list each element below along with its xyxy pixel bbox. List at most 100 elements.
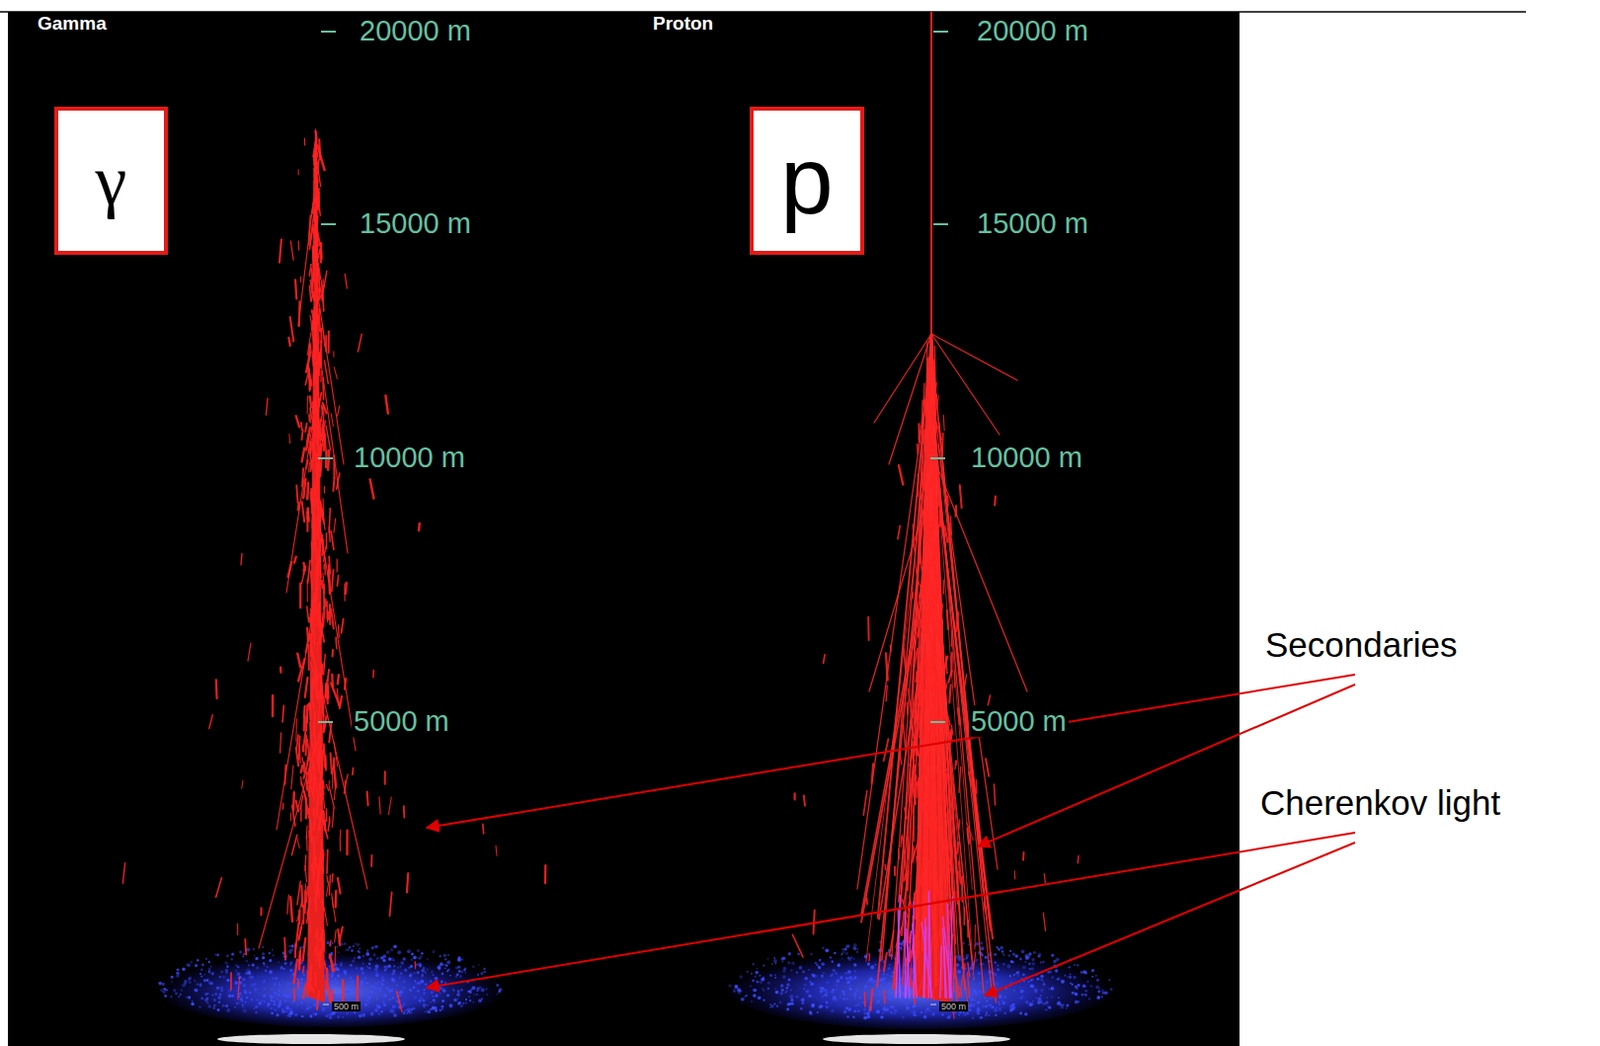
secondary-track — [313, 817, 316, 829]
cherenkov-photon — [849, 984, 852, 987]
secondary-track — [334, 890, 338, 908]
cherenkov-photon — [270, 999, 274, 1003]
cherenkov-photon — [987, 1013, 991, 1017]
cherenkov-photon — [849, 987, 854, 992]
cherenkov-photon — [373, 953, 377, 957]
cherenkov-photon — [183, 979, 188, 984]
cherenkov-photon — [757, 996, 761, 1000]
secondary-track — [330, 413, 333, 427]
cherenkov-photon — [421, 973, 424, 976]
cherenkov-photon — [810, 1003, 815, 1008]
secondary-track — [323, 907, 327, 926]
cherenkov-photon — [895, 1006, 898, 1009]
secondary-track — [323, 819, 326, 830]
cherenkov-photon — [464, 966, 467, 969]
cherenkov-photon — [417, 961, 421, 965]
secondary-track — [279, 239, 282, 262]
cherenkov-photon — [374, 986, 378, 990]
cherenkov-photon — [817, 965, 821, 969]
cherenkov-photon — [1002, 962, 1006, 966]
cherenkov-photon — [839, 995, 842, 998]
cherenkov-photon — [386, 950, 391, 955]
cherenkov-photon — [1010, 960, 1014, 963]
cherenkov-photon — [853, 962, 857, 966]
cherenkov-photon — [413, 979, 416, 982]
cherenkov-photon — [769, 973, 773, 977]
cherenkov-photon — [264, 969, 267, 972]
cherenkov-photon — [1057, 996, 1060, 999]
secondary-track — [308, 830, 310, 837]
secondary-track — [322, 563, 325, 569]
cherenkov-photon — [377, 957, 380, 960]
cherenkov-photon — [1022, 964, 1027, 969]
cherenkov-photon — [818, 986, 822, 990]
secondary-track — [314, 347, 316, 357]
cherenkov-photon — [820, 974, 824, 978]
cherenkov-photon — [447, 967, 451, 971]
secondary-track — [323, 429, 326, 455]
cherenkov-photon — [769, 1003, 772, 1006]
cherenkov-photon — [429, 1001, 432, 1004]
cherenkov-photon — [809, 982, 813, 986]
cherenkov-photon — [870, 964, 875, 969]
secondary-track — [345, 830, 348, 855]
cherenkov-photon — [787, 960, 792, 965]
cherenkov-photon — [733, 984, 738, 989]
cherenkov-photon — [386, 987, 389, 990]
cherenkov-photon — [835, 978, 840, 983]
cherenkov-photon — [289, 963, 292, 966]
cherenkov-photon — [779, 1001, 783, 1005]
shower-core — [307, 127, 325, 1003]
cherenkov-photon — [455, 965, 459, 969]
cherenkov-photon — [393, 959, 396, 961]
secondary-track — [288, 337, 290, 346]
cherenkov-photon — [431, 995, 434, 998]
cherenkov-photon — [1042, 980, 1045, 983]
cherenkov-photon — [1035, 997, 1038, 1000]
cherenkov-photon — [804, 976, 807, 979]
secondary-track — [290, 240, 294, 260]
cherenkov-photon — [278, 982, 282, 986]
cherenkov-photon — [215, 992, 218, 995]
cherenkov-photon — [472, 1001, 475, 1004]
secondary-track — [316, 330, 318, 341]
cherenkov-photon — [1003, 995, 1008, 1000]
secondary-track — [323, 270, 327, 289]
cherenkov-photon — [1095, 985, 1100, 990]
cherenkov-photon — [245, 960, 248, 962]
cherenkov-photon — [397, 950, 401, 955]
cherenkov-photon — [291, 1000, 296, 1005]
cherenkov-photon — [817, 1005, 822, 1010]
secondary-track — [305, 705, 309, 723]
cherenkov-photon — [294, 1012, 299, 1017]
cherenkov-photon — [1056, 1002, 1059, 1005]
cherenkov-photon — [923, 1015, 928, 1020]
cherenkov-photon — [759, 974, 762, 977]
secondary-track — [317, 884, 319, 892]
secondary-track — [324, 960, 326, 968]
cherenkov-photon — [330, 974, 334, 978]
cherenkov-photon — [360, 979, 363, 982]
cherenkov-photon — [408, 1010, 413, 1015]
cherenkov-photon — [1050, 987, 1053, 990]
cherenkov-photon — [852, 1015, 856, 1019]
cherenkov-photon — [826, 981, 829, 984]
cherenkov-photon — [181, 983, 186, 988]
cherenkov-photon — [201, 963, 204, 966]
cherenkov-photon — [853, 958, 856, 960]
cherenkov-photon — [469, 999, 472, 1002]
cherenkov-photon — [1067, 965, 1071, 969]
cherenkov-photon — [853, 946, 858, 951]
cherenkov-photon — [256, 999, 259, 1002]
cherenkov-photon — [846, 980, 851, 985]
cherenkov-photon — [340, 943, 343, 946]
cherenkov-photon — [476, 993, 479, 996]
cherenkov-photon — [1028, 952, 1032, 956]
cherenkov-photon — [1040, 988, 1043, 992]
cherenkov-photon — [1091, 975, 1094, 978]
secondary-track — [310, 721, 313, 747]
cherenkov-photon — [438, 992, 441, 995]
cherenkov-photon — [758, 995, 762, 999]
cherenkov-photon — [188, 975, 192, 979]
cherenkov-photon — [978, 1016, 982, 1020]
